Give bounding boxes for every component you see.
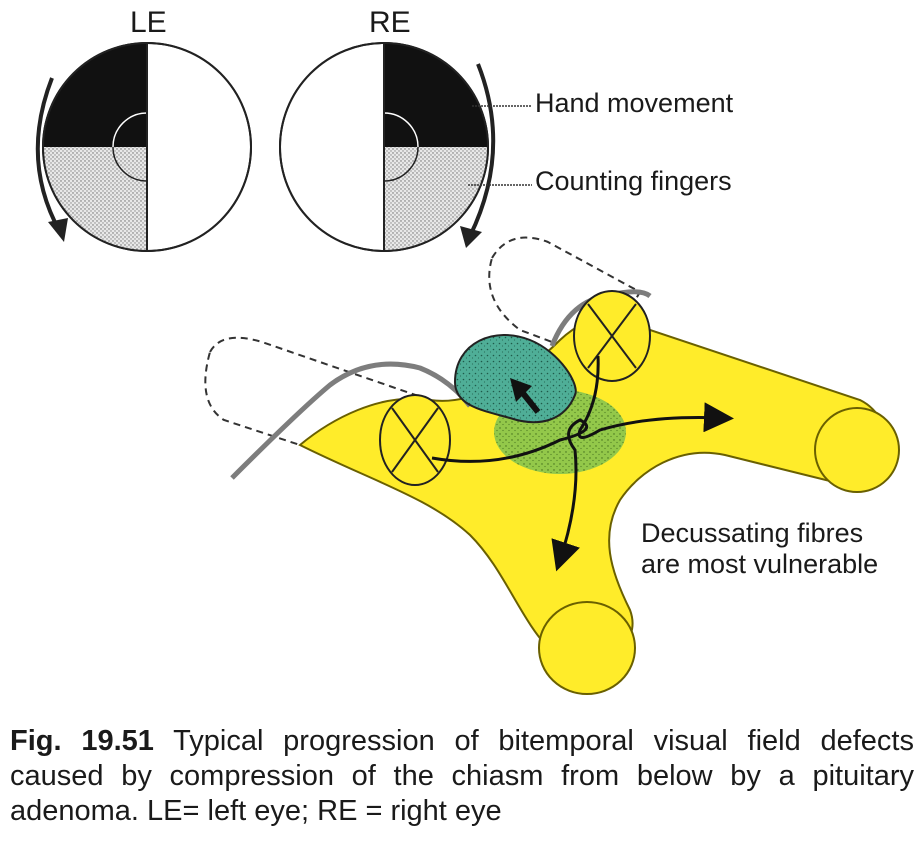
left-optic-tract-end [538, 601, 636, 695]
figure-number: Fig. 19.51 [10, 725, 154, 757]
caption-text: Typical progression of bitemporal visual… [10, 725, 914, 827]
right-optic-nerve-section [573, 290, 651, 382]
right-eye-counting-fingers-quadrant [384, 147, 488, 251]
decussating-label-line1: Decussating fibres [641, 518, 864, 548]
decussating-fibre-left [431, 418, 589, 572]
chiasm-diagram [35, 42, 900, 695]
optic-chiasm [204, 236, 900, 695]
adenoma-pressure-arrow [519, 390, 541, 414]
right-eye-field [279, 42, 496, 252]
left-eye-hand-movement-quadrant [43, 43, 147, 147]
left-optic-nerve-section [379, 394, 451, 486]
right-eye-label: RE [369, 6, 411, 39]
figure-caption: Fig. 19.51 Typical progression of bitemp… [10, 724, 914, 829]
decussating-fibres-label: Decussating fibres are most vulnerable [641, 518, 878, 580]
right-eye-hand-movement-quadrant [384, 43, 488, 147]
left-eye-label: LE [130, 6, 167, 39]
left-eye-progression-arrow [35, 77, 62, 233]
right-optic-tract-end [814, 407, 900, 493]
left-eye-field [35, 42, 252, 252]
right-eye-progression-arrow [468, 63, 496, 237]
pituitary-adenoma [453, 334, 577, 424]
decussating-fibre-right [577, 355, 734, 439]
left-eye-counting-fingers-quadrant [43, 147, 147, 251]
decussating-label-line2: are most vulnerable [641, 549, 879, 579]
hand-movement-label: Hand movement [535, 88, 734, 118]
counting-fingers-label: Counting fingers [535, 166, 732, 196]
